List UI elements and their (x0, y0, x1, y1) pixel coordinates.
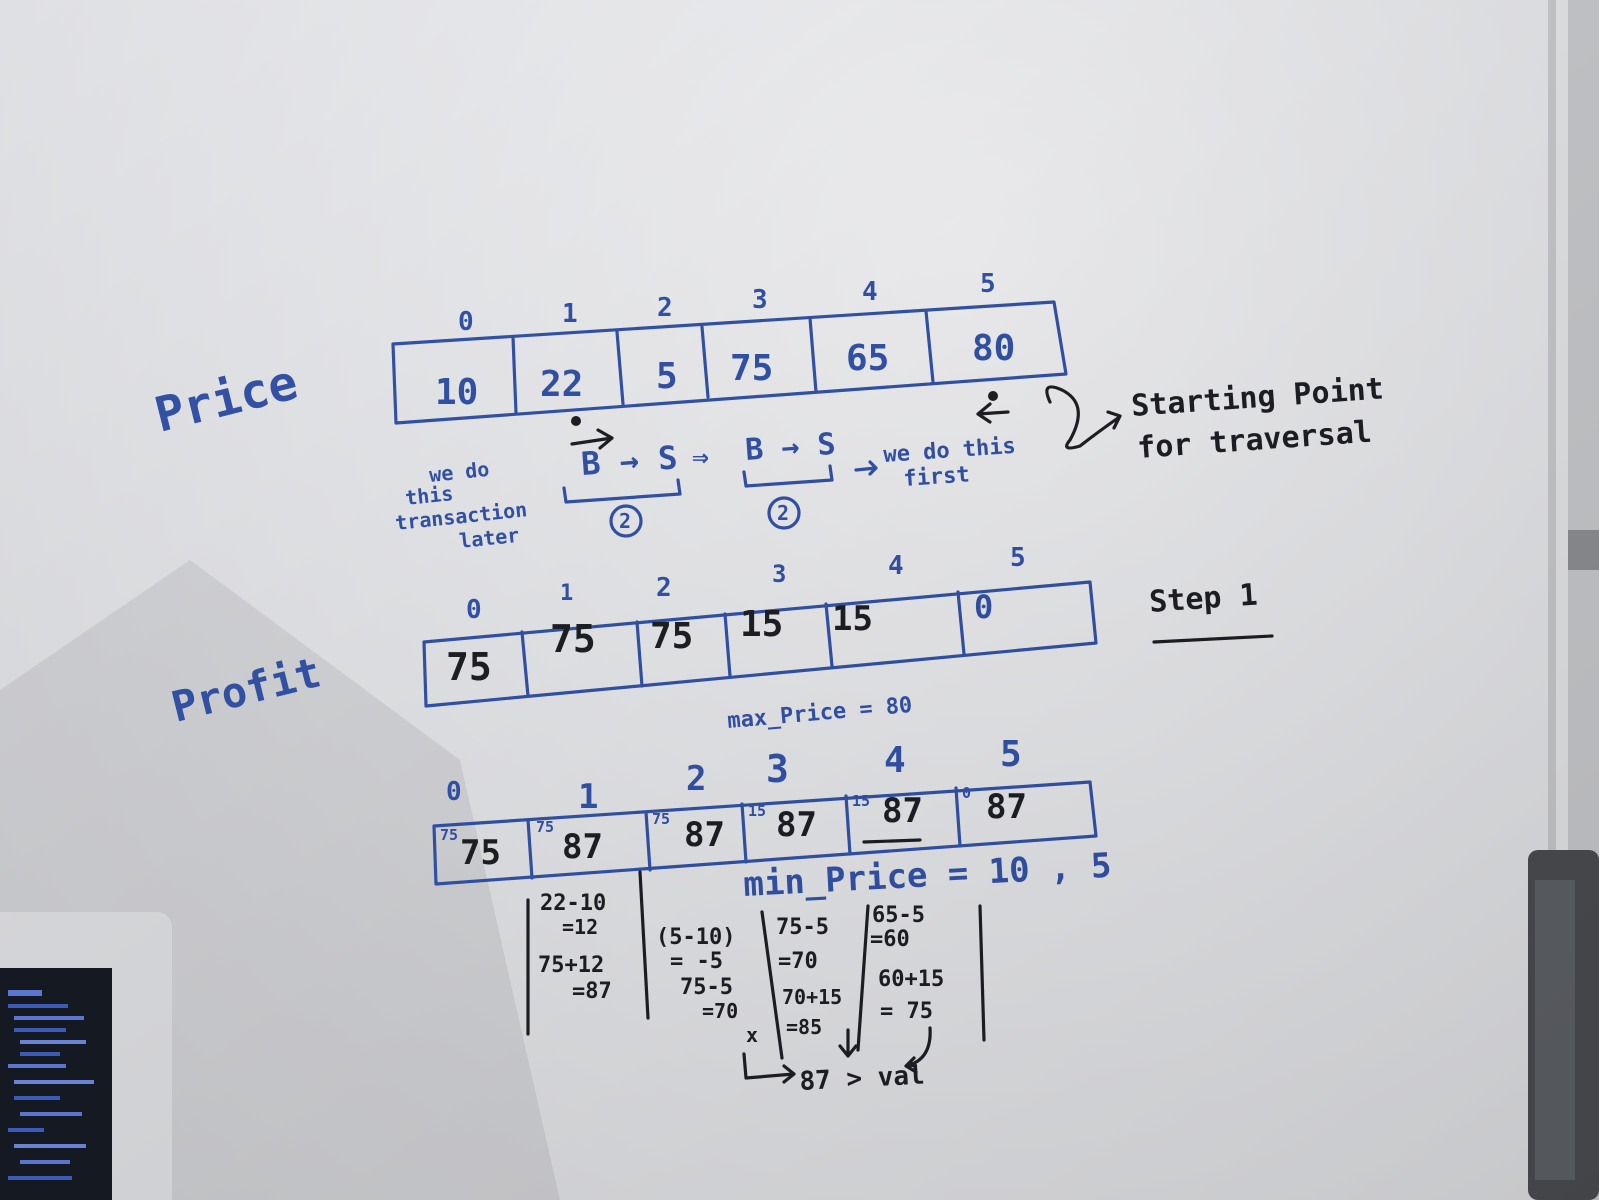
profit-cell: 15 (740, 604, 783, 645)
calc-line: =70 (702, 999, 738, 1023)
max-price-text: max_Price = 80 (726, 693, 913, 734)
result-text: 87 > val (799, 1060, 926, 1097)
profit2-index: 3 (766, 747, 789, 791)
calc-column-2: (5-10) = -5 75-5 =70 x (656, 925, 758, 1047)
profit2-index: 4 (884, 740, 906, 781)
calc-line: 60+15 (878, 967, 944, 992)
step-underline (1152, 634, 1274, 644)
calc-line: =87 (572, 979, 612, 1004)
price-index: 3 (752, 285, 768, 315)
price-index: 4 (862, 277, 878, 307)
profit-index: 5 (1010, 543, 1026, 573)
profit-cell: 0 (974, 588, 993, 626)
profit2-index: 5 (1000, 734, 1022, 775)
calc-column-4: 65-5 =60 60+15 = 75 (870, 903, 944, 1024)
price-cell: 65 (846, 338, 889, 379)
later-note-line: later (458, 523, 520, 553)
price-indices: 0 1 2 3 4 5 (458, 269, 996, 337)
laptop (0, 912, 172, 1200)
calc-line: 75-5 (680, 975, 733, 1000)
profit-values: 75 75 75 15 15 0 (446, 588, 993, 689)
price-label: Price (149, 354, 303, 443)
bracket-2 (742, 464, 834, 488)
min-price-text: min_Price = 10 , 5 (742, 846, 1112, 905)
profit2-cell: 87 (986, 787, 1027, 827)
traversal-text: for traversal (1136, 415, 1373, 466)
profit-cell: 75 (650, 616, 693, 657)
calc-line: 22-10 (540, 891, 606, 916)
calc-column-1: 22-10 =12 75+12 =87 (538, 891, 612, 1004)
profit2-small: 0 (962, 784, 971, 802)
calc-column-3: 75-5 =70 70+15 =85 (776, 915, 842, 1039)
calc-line: = -5 (670, 949, 723, 974)
price-index: 0 (458, 307, 474, 337)
price-index: 2 (657, 293, 673, 323)
profit-index: 2 (656, 573, 672, 603)
circle-number-1: 2 (619, 509, 631, 533)
left-pointer-arrow (976, 402, 1010, 424)
price-index: 1 (562, 299, 578, 329)
calc-line: =70 (778, 949, 818, 974)
profit-cell: 75 (550, 617, 596, 661)
profit2-cell: 75 (460, 833, 501, 873)
implies-symbol: ⇒ (692, 440, 709, 473)
calc-line: 75+12 (538, 953, 604, 978)
calc-line: = 75 (880, 999, 933, 1024)
profit2-small: 15 (852, 792, 870, 810)
profit2-small: 75 (536, 818, 554, 836)
bracket-1 (562, 478, 682, 504)
profit-cell: 15 (832, 599, 873, 639)
profit-index: 3 (772, 560, 786, 588)
later-note: we do this transaction later (394, 457, 528, 553)
calc-line: =12 (562, 915, 598, 939)
profit-index: 0 (466, 595, 482, 625)
price-cell: 5 (656, 356, 678, 397)
profit2-cell: 87 (684, 815, 725, 855)
profit2-small: 15 (748, 802, 766, 820)
transaction-2: B → S (744, 427, 837, 468)
profit2-index: 0 (446, 777, 462, 807)
profit-cell: 75 (446, 645, 492, 689)
pointer-dot (571, 416, 581, 426)
small-arrow (854, 460, 878, 476)
calc-line: =85 (786, 1015, 822, 1039)
profit-index: 1 (560, 581, 573, 606)
profit2-index: 2 (686, 759, 706, 799)
pointer-dot (988, 391, 998, 401)
calc-line: x (746, 1023, 758, 1047)
calc-line: =60 (870, 927, 910, 952)
profit2-small: 75 (440, 826, 458, 844)
profit2-cell: 87 (882, 791, 923, 831)
calc-line: (5-10) (656, 925, 735, 950)
price-cell: 22 (540, 364, 583, 405)
result-arrow-left (742, 1052, 796, 1084)
cell-underline (862, 838, 922, 844)
profit2-cell: 87 (562, 827, 603, 867)
step-label: Step 1 (1148, 578, 1259, 620)
price-cell: 75 (730, 348, 773, 389)
curved-arrow (1045, 385, 1122, 450)
price-cell: 10 (435, 372, 478, 413)
calc-line: 70+15 (782, 985, 842, 1009)
profit2-index: 1 (578, 777, 598, 817)
price-index: 5 (980, 269, 996, 299)
profit2-cell: 87 (776, 805, 817, 845)
circle-number-2: 2 (777, 501, 789, 525)
transaction-1: B → S (580, 438, 679, 483)
calc-line: 65-5 (872, 903, 925, 928)
calc-line: 75-5 (776, 915, 829, 940)
first-note-line: first (903, 462, 971, 492)
profit2-small: 75 (652, 810, 670, 828)
price-cell: 80 (972, 328, 1015, 369)
result-arrow-down (838, 1028, 858, 1058)
profit-index: 4 (888, 551, 904, 581)
